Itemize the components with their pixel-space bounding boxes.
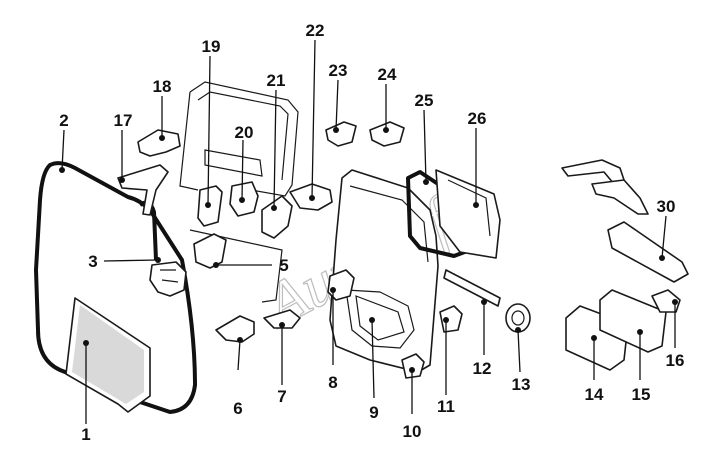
callout-15: 15 bbox=[632, 385, 651, 404]
callout-labels: 1 2 3 5 6 7 8 9 10 11 12 13 14 15 16 17 … bbox=[59, 21, 684, 444]
part-2-door-seal bbox=[34, 161, 197, 414]
part-21-guide bbox=[261, 195, 293, 239]
callout-13: 13 bbox=[512, 375, 531, 394]
part-6-latch bbox=[215, 315, 255, 343]
callout-2: 2 bbox=[59, 111, 68, 130]
callout-9: 9 bbox=[369, 403, 378, 422]
part-15-plate-holder bbox=[599, 289, 667, 353]
part-18-hinge-bracket bbox=[137, 129, 181, 157]
callout-16: 16 bbox=[666, 351, 685, 370]
part-26-door-glass bbox=[435, 169, 501, 259]
callout-7: 7 bbox=[277, 387, 286, 406]
callout-14: 14 bbox=[585, 385, 604, 404]
callout-5: 5 bbox=[279, 256, 288, 275]
callout-8: 8 bbox=[328, 373, 337, 392]
callout-25: 25 bbox=[415, 91, 434, 110]
leader-lines bbox=[59, 39, 678, 424]
callout-17: 17 bbox=[114, 111, 133, 130]
callout-20: 20 bbox=[235, 123, 254, 142]
callout-6: 6 bbox=[233, 399, 242, 418]
part-5-bracket bbox=[193, 233, 227, 269]
callout-30: 30 bbox=[657, 197, 676, 216]
part-24-mirror-cover bbox=[369, 121, 405, 147]
callout-26: 26 bbox=[468, 109, 487, 128]
part-window-frame bbox=[179, 81, 299, 303]
callout-22: 22 bbox=[306, 21, 325, 40]
part-1-insulation-panel bbox=[65, 297, 151, 413]
part-3-lock bbox=[149, 261, 187, 297]
callout-21: 21 bbox=[267, 71, 286, 90]
callout-1: 1 bbox=[81, 425, 90, 444]
callout-10: 10 bbox=[403, 422, 422, 441]
part-23-mirror-base bbox=[325, 121, 357, 147]
callout-11: 11 bbox=[437, 397, 455, 416]
callout-19: 19 bbox=[202, 37, 221, 56]
callout-18: 18 bbox=[153, 77, 172, 96]
part-16-light bbox=[651, 289, 681, 313]
part-7-latch-cover bbox=[263, 309, 301, 329]
part-12-rod bbox=[443, 269, 501, 307]
callout-23: 23 bbox=[329, 61, 348, 80]
part-8-hinge bbox=[327, 269, 355, 301]
callout-12: 12 bbox=[473, 359, 492, 378]
part-wiper-blade bbox=[591, 179, 649, 215]
callout-24: 24 bbox=[378, 65, 397, 84]
part-17-hinge-arm bbox=[117, 164, 169, 216]
callout-3: 3 bbox=[88, 252, 97, 271]
part-30-trim-strip bbox=[607, 221, 689, 283]
part-10-stop bbox=[401, 353, 425, 379]
